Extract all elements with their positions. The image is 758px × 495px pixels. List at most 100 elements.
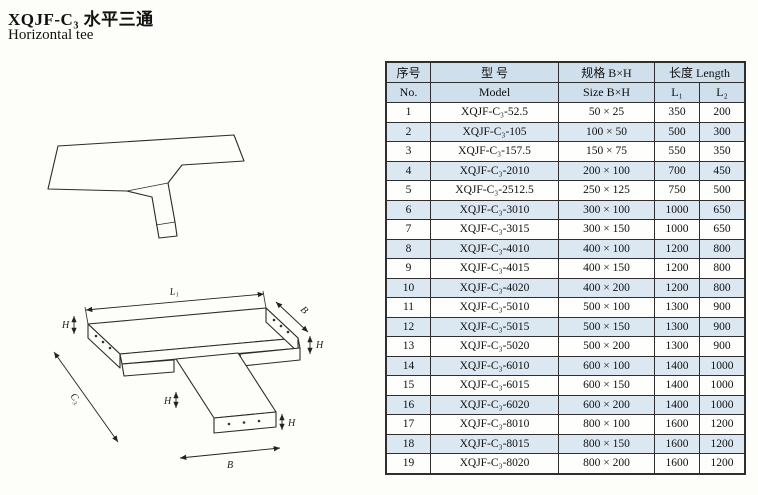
cell-model: XQJF-C₃-4020 <box>430 277 559 298</box>
header-size-cn: 规格 B×H <box>558 62 655 83</box>
cell-no: 10 <box>386 277 431 298</box>
cell-l1: 1400 <box>654 375 700 396</box>
cell-size: 200 × 100 <box>558 160 655 181</box>
dim-label-b-bottom: B <box>227 460 233 471</box>
cell-l2: 300 <box>699 121 745 142</box>
spec-table-header: 序号 型 号 规格 B×H 长度 Length No. Model Size B… <box>386 62 745 103</box>
dim-label-l1: L₁ <box>168 286 179 298</box>
cell-no: 14 <box>386 355 431 376</box>
cell-model: XQJF-C₃-5015 <box>430 316 559 337</box>
cell-l2: 1200 <box>699 433 745 454</box>
cell-l1: 1600 <box>654 414 700 435</box>
cell-no: 3 <box>386 141 431 162</box>
header-no-en: No. <box>386 82 431 103</box>
cell-l1: 1000 <box>654 199 700 220</box>
cell-size: 150 × 75 <box>558 141 655 162</box>
cell-model: XQJF-C₃-6015 <box>430 375 559 396</box>
cell-model: XQJF-C₃-3010 <box>430 199 559 220</box>
cell-l2: 650 <box>699 199 745 220</box>
tee-outline-diagram <box>47 134 245 239</box>
cell-l2: 1200 <box>699 453 745 474</box>
dim-label-h-right: H <box>315 340 324 351</box>
cell-size: 500 × 200 <box>558 336 655 357</box>
cell-no: 7 <box>386 219 431 240</box>
cell-size: 800 × 150 <box>558 433 655 454</box>
dim-label-b-top: B <box>298 304 310 316</box>
cell-model: XQJF-C₃-6010 <box>430 355 559 376</box>
cell-model: XQJF-C₃-4015 <box>430 258 559 279</box>
cell-size: 600 × 100 <box>558 355 655 376</box>
dim-label-h-stem: H <box>287 418 296 429</box>
cell-size: 600 × 200 <box>558 394 655 415</box>
cell-l2: 900 <box>699 297 745 318</box>
dim-label-c3: C₃ <box>68 391 83 406</box>
cell-model: XQJF-C₃-157.5 <box>430 141 559 162</box>
header-length: 长度 Length <box>654 62 745 83</box>
cell-size: 800 × 200 <box>558 453 655 474</box>
cell-model: XQJF-C₃-4010 <box>430 238 559 259</box>
cell-no: 2 <box>386 121 431 142</box>
tee-isometric-diagram: L₁ B C₃ B H H H H <box>53 286 324 471</box>
cell-model: XQJF-C₃-2512.5 <box>430 180 559 201</box>
cell-model: XQJF-C₃-8010 <box>430 414 559 435</box>
cell-size: 600 × 150 <box>558 375 655 396</box>
dim-label-h-stem-left: H <box>163 396 172 407</box>
cell-l1: 1200 <box>654 277 700 298</box>
cell-l1: 1600 <box>654 433 700 454</box>
cell-model: XQJF-C₃-8015 <box>430 433 559 454</box>
cell-size: 400 × 200 <box>558 277 655 298</box>
page-subtitle: Horizontal tee <box>8 27 94 43</box>
cell-l2: 500 <box>699 180 745 201</box>
cell-l1: 1400 <box>654 394 700 415</box>
cell-l2: 900 <box>699 316 745 337</box>
cell-no: 13 <box>386 336 431 357</box>
spec-table-wrap: 序号 型 号 规格 B×H 长度 Length No. Model Size B… <box>385 61 746 475</box>
cell-size: 400 × 100 <box>558 238 655 259</box>
cell-l2: 800 <box>699 238 745 259</box>
cell-l2: 200 <box>699 102 745 123</box>
cell-l2: 650 <box>699 219 745 240</box>
cell-model: XQJF-C₃-6020 <box>430 394 559 415</box>
cell-model: XQJF-C₃-52.5 <box>430 102 559 123</box>
header-no-cn: 序号 <box>386 62 431 83</box>
cell-l2: 800 <box>699 258 745 279</box>
cell-l1: 1200 <box>654 238 700 259</box>
cell-size: 250 × 125 <box>558 180 655 201</box>
cell-model: XQJF-C₃-3015 <box>430 219 559 240</box>
cell-l1: 700 <box>654 160 700 181</box>
cell-size: 300 × 100 <box>558 199 655 220</box>
cell-l1: 1600 <box>654 453 700 474</box>
cell-model: XQJF-C₃-5010 <box>430 297 559 318</box>
cell-l1: 500 <box>654 121 700 142</box>
cell-l1: 1300 <box>654 297 700 318</box>
cell-l1: 1300 <box>654 316 700 337</box>
cell-l1: 1000 <box>654 219 700 240</box>
dim-label-h-left: H <box>61 320 70 331</box>
cell-no: 8 <box>386 238 431 259</box>
cell-no: 18 <box>386 433 431 454</box>
spec-table: 序号 型 号 规格 B×H 长度 Length No. Model Size B… <box>385 61 746 475</box>
header-l2: L₂ <box>699 82 745 103</box>
cell-size: 400 × 150 <box>558 258 655 279</box>
cell-l1: 350 <box>654 102 700 123</box>
header-l1: L₁ <box>654 82 700 103</box>
cell-l1: 550 <box>654 141 700 162</box>
cell-no: 16 <box>386 394 431 415</box>
cell-size: 500 × 150 <box>558 316 655 337</box>
cell-l1: 1200 <box>654 258 700 279</box>
